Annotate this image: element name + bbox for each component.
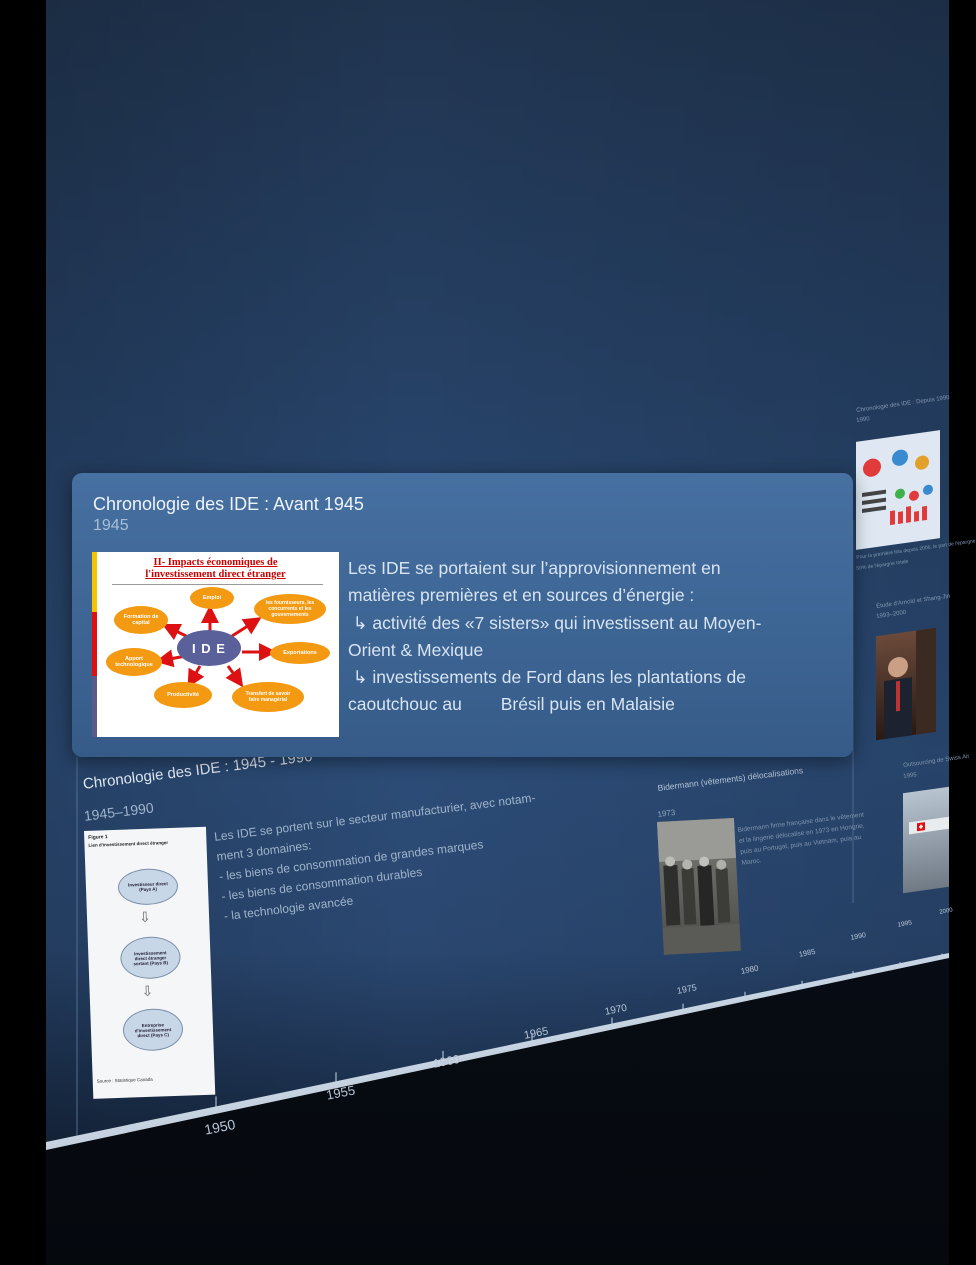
arrow-down-icon: ⇩ [138,908,152,926]
detail-text-line: matières premières et en sources d’énerg… [348,585,695,606]
detail-card-image[interactable]: II- Impacts économiques de l'investissem… [92,552,339,737]
event-card-figure[interactable]: Figure 1 Lien d'investissement direct ét… [84,826,216,1099]
detail-text-line: Les IDE se portaient sur l’approvisionne… [348,558,721,578]
detail-text-line: ↳ activité des «7 sisters» qui investiss… [348,612,762,633]
impact-bubble: Productivité [154,682,212,708]
figure-footer: Source : Statistique Canada [96,1076,153,1084]
ide-center: I D E [177,630,241,666]
impact-bubble: Transfert de savoir faire managérial [232,682,304,712]
workshop-photo [657,817,741,955]
image-left-bar [92,552,97,612]
detail-card-text: Les IDE se portaient sur l’approvisionne… [348,555,834,719]
impact-bubble: Formation de capital [114,606,168,634]
impact-bubble: Emploi [190,587,234,609]
event-detail-card[interactable]: Chronologie des IDE : Avant 1945 1945 II… [72,473,853,757]
person-photo [884,627,936,740]
study-card-photo[interactable] [876,627,936,741]
figure-header-sub: Lien d'investissement direct étranger [88,840,169,848]
figure-node: Investissement direct étranger sortant (… [119,935,182,980]
detail-text-line: ↳ investissements de Ford dans les plant… [348,667,746,688]
image-left-bar [92,612,97,676]
tick-label-2000: 2000 [939,907,954,916]
impact-bubble: Exportations [270,642,330,664]
arrow-down-icon: ⇩ [141,982,154,1000]
bidermann-card-photo[interactable] [657,817,741,955]
figure-node: Entreprise d'investissement direct (Pays… [122,1007,184,1052]
impact-bubble: Apport technologique [106,648,162,676]
image-left-bar [92,676,97,737]
figure-node: Investisseur direct (Pays A) [117,867,179,906]
detail-text-line: Orient & Mexique [348,639,484,660]
timeline-stage: 1950 1955 1960 1965 1970 1975 1980 1985 … [46,0,976,1265]
impact-bubble: les fournisseurs, les concurrents et les… [254,594,326,624]
far-card-infographic[interactable] [856,430,940,550]
airplane-photo [909,816,949,835]
infographic-image [862,449,933,526]
outsourcing-card-photo[interactable] [903,786,949,894]
image-title-2: l'investissement direct étranger [145,569,286,580]
timeline-axis [46,520,949,1150]
detail-card-title: Chronologie des IDE : Avant 1945 [93,494,364,514]
detail-card-date: 1945 [93,517,129,534]
detail-text-line: caoutchouc au Brésil puis en Malaisie [348,694,675,715]
image-title: II- Impacts économiques de [153,557,278,568]
image-rule [112,584,323,585]
figure-header: Figure 1 [88,834,108,841]
timeline-axis-line [46,953,949,1150]
